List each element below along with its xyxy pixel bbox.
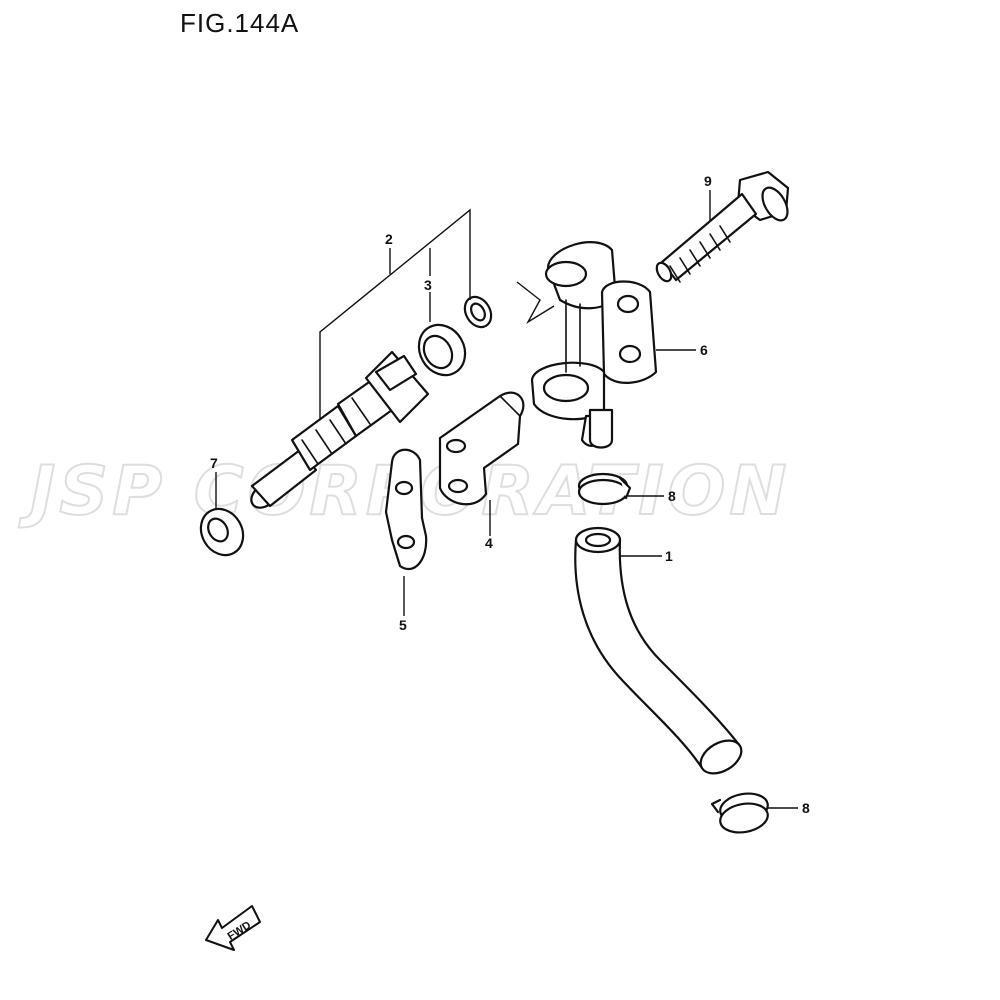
part-3-seal[interactable] — [410, 292, 496, 383]
part-1-hose[interactable] — [574, 526, 747, 780]
callout-3: 3 — [424, 277, 432, 293]
leader-lines — [215, 190, 798, 809]
part-6-holder[interactable] — [516, 241, 658, 449]
part-7-cap[interactable] — [193, 501, 252, 563]
part-5-gasket[interactable] — [384, 448, 428, 571]
callout-5: 5 — [399, 617, 407, 633]
callout-8-lower: 8 — [802, 800, 810, 816]
part-2-injector[interactable] — [247, 350, 430, 512]
callout-7: 7 — [210, 455, 218, 471]
figure-title: FIG.144A — [180, 8, 300, 38]
part-8-clamp-lower[interactable] — [710, 790, 770, 836]
part-8-clamp-upper[interactable] — [577, 472, 632, 506]
callout-1: 1 — [665, 548, 673, 564]
part-4-spacer[interactable] — [438, 391, 525, 506]
callout-6: 6 — [700, 342, 708, 358]
callout-2: 2 — [385, 231, 393, 247]
callout-4: 4 — [485, 535, 493, 551]
callout-9: 9 — [704, 173, 712, 189]
part-9-bolt[interactable] — [654, 170, 793, 284]
fwd-arrow-icon: FWD — [205, 905, 261, 951]
callout-8-upper: 8 — [668, 488, 676, 504]
